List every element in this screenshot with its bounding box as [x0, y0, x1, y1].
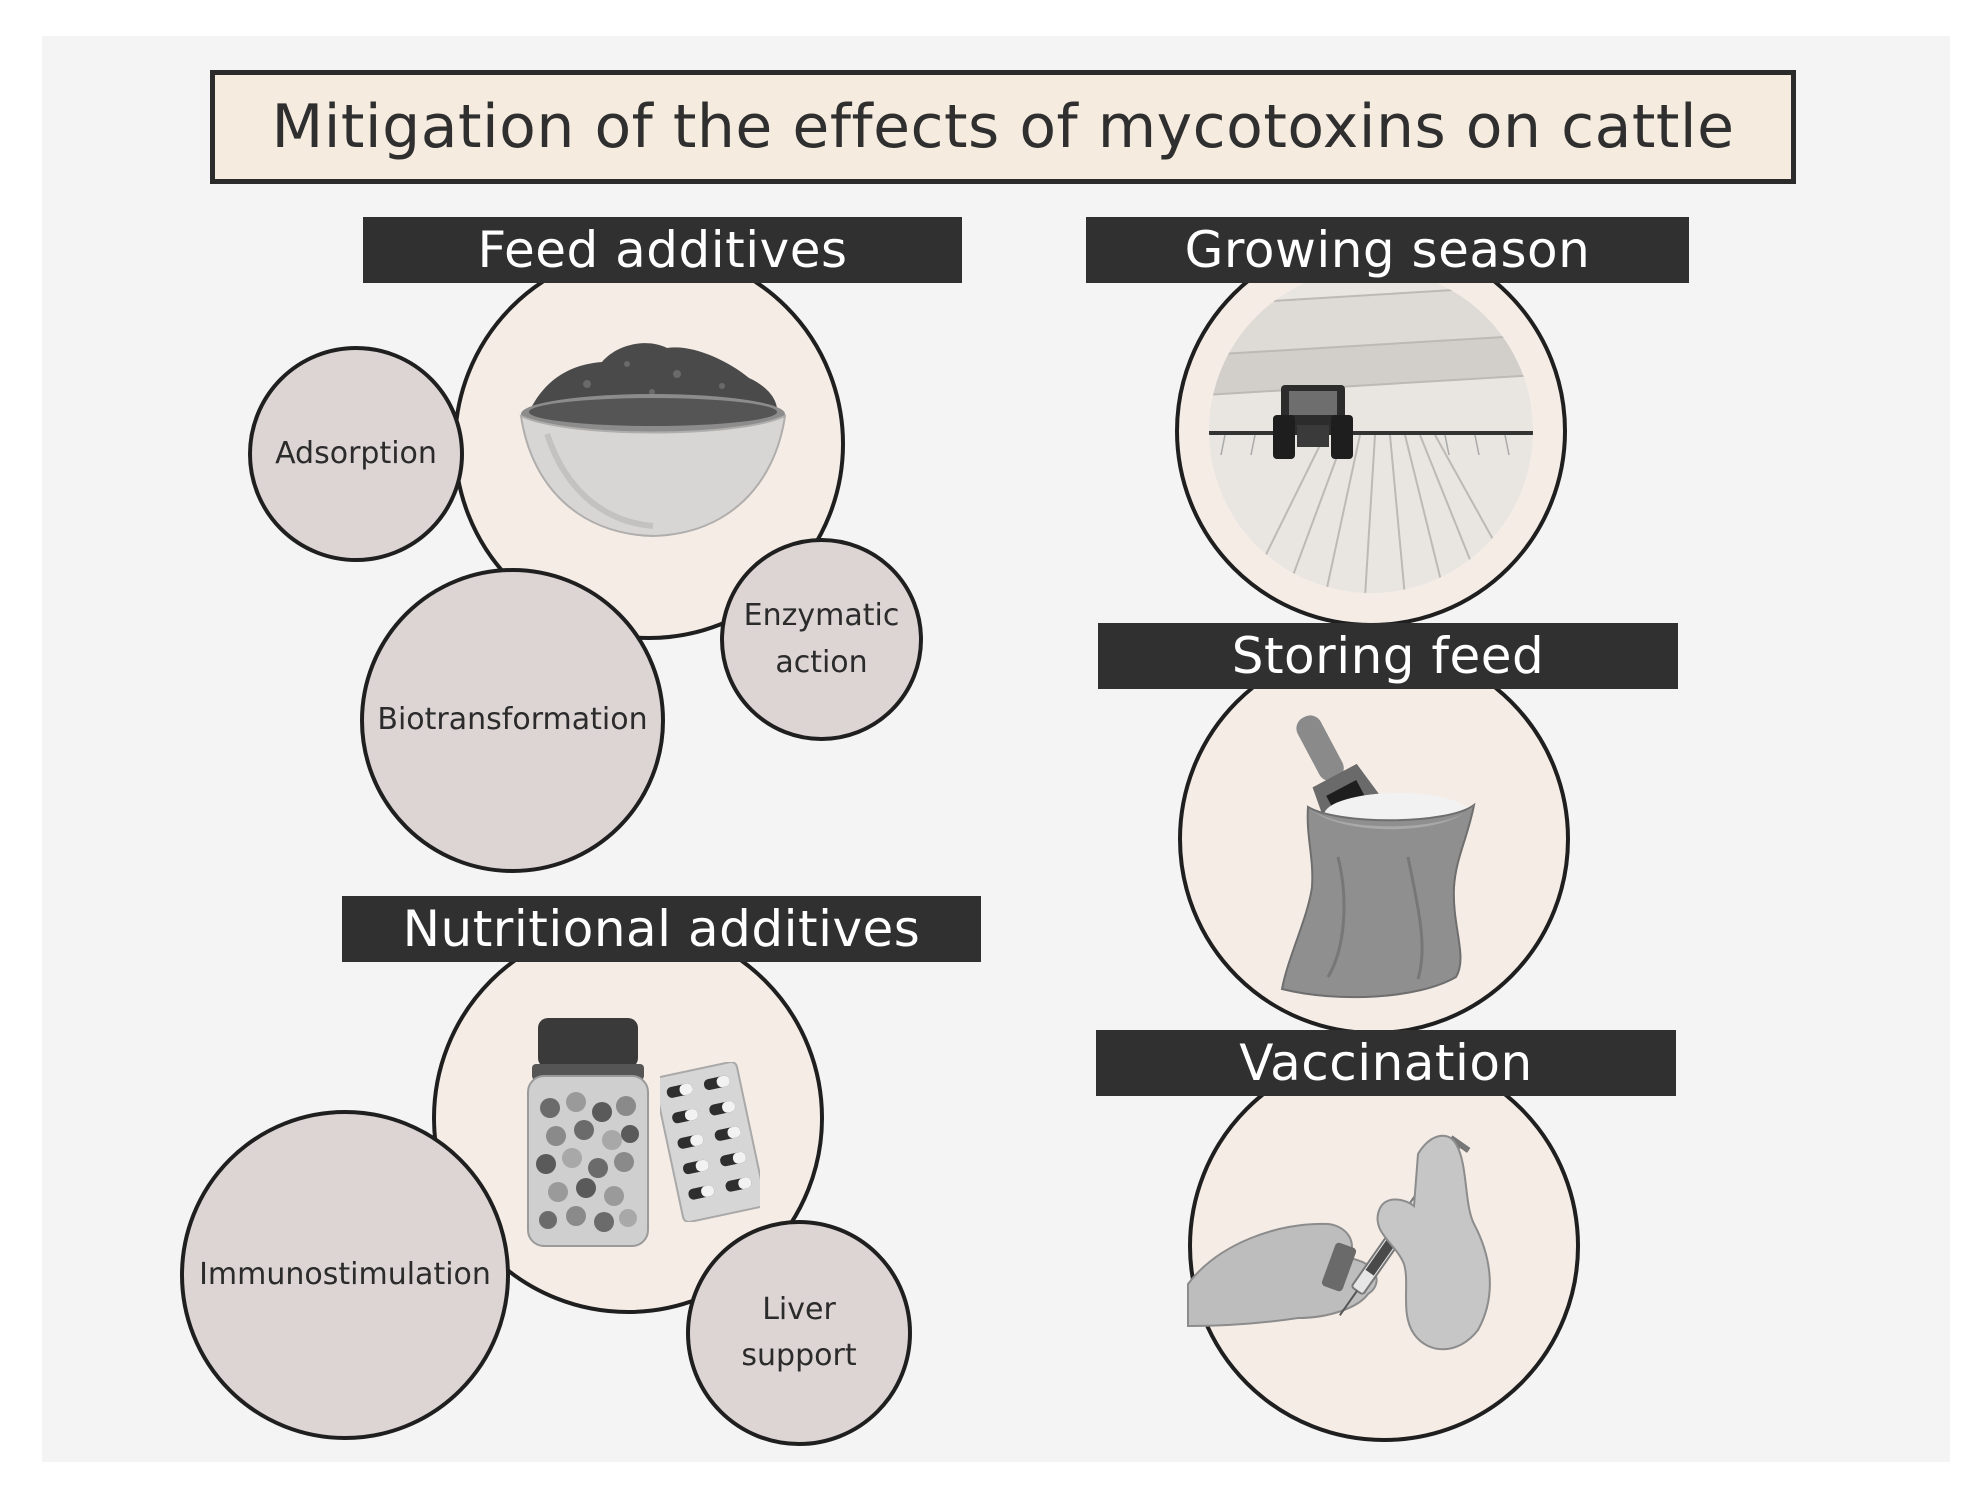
enzymatic-action-circle: Enzymatic action — [720, 538, 923, 741]
feed-additives-title: Feed additives — [477, 221, 848, 279]
storing-feed-circle — [1178, 643, 1570, 1035]
syringe-icon — [1187, 1134, 1491, 1351]
vaccination-circle — [1187, 1050, 1580, 1442]
liver-support-label-line2: support — [741, 1338, 857, 1373]
tractor-icon — [1209, 269, 1533, 593]
biotransformation-label: Biotransformation — [377, 702, 648, 738]
vaccination-title: Vaccination — [1239, 1034, 1533, 1092]
nutritional-additives-title: Nutritional additives — [402, 900, 921, 958]
adsorption-circle: Adsorption — [248, 346, 464, 562]
growing-season-header: Growing season — [1086, 217, 1689, 283]
nutritional-additives-header: Nutritional additives — [342, 896, 981, 962]
pill-bottle-icon — [527, 1018, 649, 1247]
growing-season-title: Growing season — [1184, 221, 1591, 279]
blister-pack-icon — [660, 1062, 760, 1222]
adsorption-label: Adsorption — [275, 435, 437, 471]
liver-support-label-line1: Liver — [762, 1291, 836, 1327]
storing-feed-title: Storing feed — [1231, 627, 1545, 685]
biotransformation-circle: Biotransformation — [360, 568, 665, 873]
liver-support-circle: Liver support — [686, 1220, 912, 1446]
feed-sack-icon — [1280, 715, 1476, 999]
title-box: Mitigation of the effects of mycotoxins … — [210, 70, 1796, 184]
vaccination-header: Vaccination — [1096, 1030, 1676, 1096]
growing-season-circle — [1175, 235, 1567, 627]
immunostimulation-label: Immunostimulation — [199, 1256, 491, 1292]
immunostimulation-circle: Immunostimulation — [180, 1110, 510, 1440]
enzymatic-label-line1: Enzymatic — [743, 598, 900, 633]
page-title: Mitigation of the effects of mycotoxins … — [271, 92, 1735, 162]
enzymatic-label-line2: action — [775, 644, 868, 680]
feed-additives-header: Feed additives — [363, 217, 962, 283]
bowl-icon — [519, 343, 787, 538]
storing-feed-header: Storing feed — [1098, 623, 1678, 689]
